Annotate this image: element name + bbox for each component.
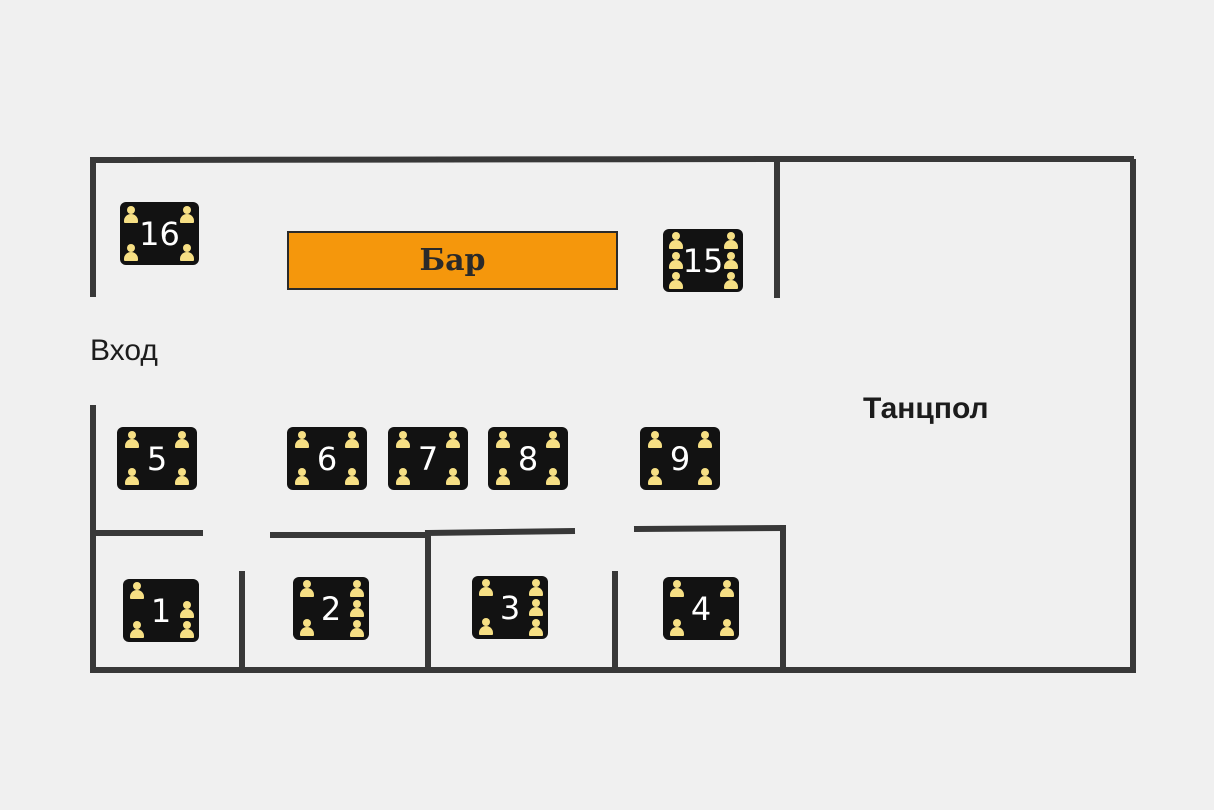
seat-icon <box>125 431 139 448</box>
wall-booth-top-3 <box>424 527 576 537</box>
seat-icon <box>529 599 543 616</box>
seat-icon <box>175 468 189 485</box>
seat-icon <box>396 431 410 448</box>
seat-icon <box>124 206 138 223</box>
seat-icon <box>546 468 560 485</box>
entrance-label: Вход <box>90 334 158 367</box>
seat-icon <box>724 272 738 289</box>
seat-icon <box>396 468 410 485</box>
seat-icon <box>546 431 560 448</box>
seat-icon <box>295 468 309 485</box>
seat-icon <box>669 252 683 269</box>
seat-icon <box>724 232 738 249</box>
dance-floor-label: Танцпол <box>863 392 989 425</box>
seat-icon <box>180 621 194 638</box>
table-2[interactable]: 2 <box>293 577 369 640</box>
seat-icon <box>698 431 712 448</box>
table-number: 15 <box>682 241 724 280</box>
table-3[interactable]: 3 <box>472 576 548 639</box>
table-number: 3 <box>499 588 521 627</box>
seat-icon <box>669 272 683 289</box>
table-number: 1 <box>150 591 172 630</box>
seat-icon <box>529 619 543 636</box>
table-number: 4 <box>690 589 712 628</box>
table-number: 2 <box>320 589 342 628</box>
seat-icon <box>345 468 359 485</box>
seat-icon <box>648 431 662 448</box>
table-number: 8 <box>517 439 539 478</box>
table-5[interactable]: 5 <box>117 427 197 490</box>
table-7[interactable]: 7 <box>388 427 468 490</box>
bar-label: Бар <box>419 243 486 278</box>
seat-icon <box>350 580 364 597</box>
table-6[interactable]: 6 <box>287 427 367 490</box>
seat-icon <box>724 252 738 269</box>
seat-icon <box>300 619 314 636</box>
table-4[interactable]: 4 <box>663 577 739 640</box>
seat-icon <box>295 431 309 448</box>
seat-icon <box>180 601 194 618</box>
seat-icon <box>698 468 712 485</box>
seat-icon <box>350 600 364 617</box>
seat-icon <box>720 619 734 636</box>
table-16[interactable]: 16 <box>120 202 199 265</box>
seat-icon <box>529 579 543 596</box>
seat-icon <box>479 618 493 635</box>
seat-icon <box>670 619 684 636</box>
table-number: 5 <box>146 439 168 478</box>
seat-icon <box>479 579 493 596</box>
seat-icon <box>180 244 194 261</box>
seat-icon <box>496 468 510 485</box>
seat-icon <box>496 431 510 448</box>
table-number: 9 <box>669 439 691 478</box>
wall-top-left <box>89 155 781 164</box>
seat-icon <box>130 621 144 638</box>
table-number: 16 <box>139 214 180 253</box>
seat-icon <box>180 206 194 223</box>
table-15[interactable]: 15 <box>663 229 743 292</box>
table-8[interactable]: 8 <box>488 427 568 490</box>
wall-booth-top-4 <box>633 524 787 533</box>
seat-icon <box>670 580 684 597</box>
table-1[interactable]: 1 <box>123 579 199 642</box>
seat-icon <box>125 468 139 485</box>
seat-icon <box>345 431 359 448</box>
table-number: 6 <box>316 439 338 478</box>
seat-icon <box>446 468 460 485</box>
seat-icon <box>124 244 138 261</box>
table-9[interactable]: 9 <box>640 427 720 490</box>
seat-icon <box>300 580 314 597</box>
seat-icon <box>720 580 734 597</box>
table-number: 7 <box>417 439 439 478</box>
seat-icon <box>648 468 662 485</box>
seat-icon <box>669 232 683 249</box>
seat-icon <box>446 431 460 448</box>
bar-counter: Бар <box>287 231 618 290</box>
seat-icon <box>175 431 189 448</box>
seat-icon <box>130 582 144 599</box>
seat-icon <box>350 620 364 637</box>
